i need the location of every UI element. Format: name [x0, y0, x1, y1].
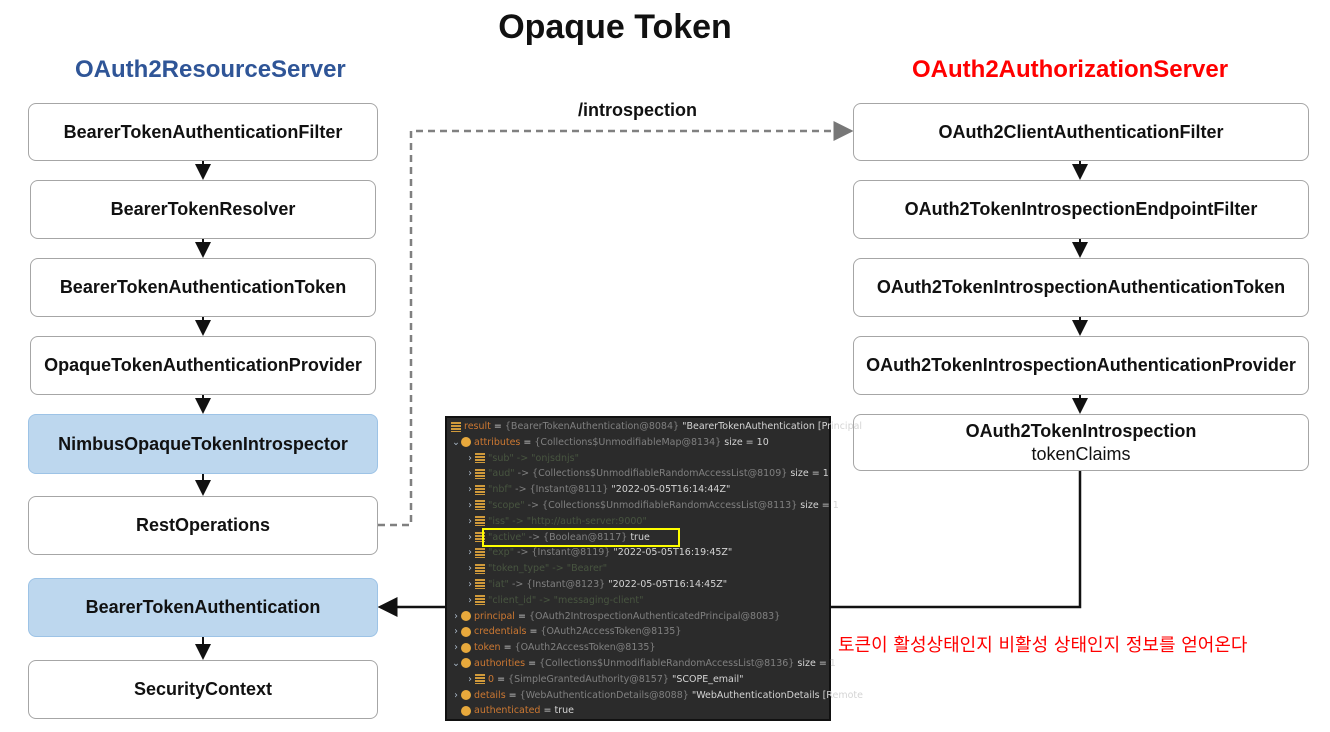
list-icon — [475, 595, 485, 606]
list-icon — [475, 563, 485, 574]
list-icon — [475, 516, 485, 527]
diagram-title: Opaque Token — [498, 8, 732, 46]
field-icon — [461, 705, 471, 716]
list-icon — [451, 421, 461, 432]
expand-chevron-icon[interactable]: › — [468, 515, 472, 527]
list-icon — [475, 547, 485, 558]
debug-row-nbf[interactable]: ›"nbf" -> {Instant@8111} "2022-05-05T16:… — [447, 482, 829, 498]
field-icon — [461, 626, 471, 637]
expand-chevron-icon[interactable]: › — [468, 673, 472, 685]
oauth2-token-introspection-label: OAuth2TokenIntrospection — [965, 420, 1197, 441]
expand-chevron-icon[interactable]: › — [468, 547, 472, 559]
list-icon — [475, 579, 485, 590]
bearer-token-authentication-box: BearerTokenAuthentication — [28, 578, 378, 637]
debug-row-details[interactable]: ›details = {WebAuthenticationDetails@808… — [447, 688, 863, 704]
oauth2-token-introspection-box: OAuth2TokenIntrospection tokenClaims — [853, 414, 1309, 471]
oauth2-token-introspection-authentication-provider-box: OAuth2TokenIntrospectionAuthenticationPr… — [853, 336, 1309, 395]
opaque-token-authentication-provider-box: OpaqueTokenAuthenticationProvider — [30, 336, 376, 395]
active-highlight-box — [482, 528, 680, 547]
debug-row-attributes[interactable]: ⌄attributes = {Collections$UnmodifiableM… — [447, 435, 829, 451]
list-icon — [475, 453, 485, 464]
introspection-request-arrow — [378, 121, 854, 527]
oauth2-client-authentication-filter-box: OAuth2ClientAuthenticationFilter — [853, 103, 1309, 161]
debug-row-active[interactable]: ›"active" -> {Boolean@8117} true — [447, 530, 829, 546]
expand-chevron-icon[interactable]: › — [468, 484, 472, 496]
oauth2-token-introspection-endpoint-filter-box: OAuth2TokenIntrospectionEndpointFilter — [853, 180, 1309, 239]
expand-chevron-icon[interactable]: › — [454, 626, 458, 638]
expand-chevron-icon[interactable]: › — [468, 563, 472, 575]
introspection-edge-label: /introspection — [578, 100, 698, 120]
expand-chevron-icon[interactable]: › — [468, 452, 472, 464]
debugger-variables-panel: result = {BearerTokenAuthentication@8084… — [445, 416, 863, 721]
korean-annotation: 토큰이 활성상태인지 비활성 상태인지 정보를 얻어온다 — [838, 635, 1248, 656]
field-icon — [461, 437, 471, 448]
debug-row-aud[interactable]: ›"aud" -> {Collections$UnmodifiableRando… — [447, 466, 829, 482]
oauth2-token-introspection-authentication-token-box: OAuth2TokenIntrospectionAuthenticationTo… — [853, 258, 1309, 317]
debug-row-authenticated[interactable]: authenticated = true — [447, 703, 829, 719]
security-context-box: SecurityContext — [28, 660, 378, 719]
debug-row-authorities[interactable]: ⌄authorities = {Collections$Unmodifiable… — [447, 656, 836, 672]
debug-row-iat[interactable]: ›"iat" -> {Instant@8123} "2022-05-05T16:… — [447, 577, 829, 593]
expand-chevron-icon[interactable]: › — [454, 642, 458, 654]
debug-row-token-type[interactable]: ›"token_type" -> "Bearer" — [447, 561, 829, 577]
list-icon — [475, 500, 485, 511]
expand-chevron-icon[interactable]: › — [468, 468, 472, 480]
bearer-token-authentication-filter-box: BearerTokenAuthenticationFilter — [28, 103, 378, 161]
bearer-token-authentication-token-box: BearerTokenAuthenticationToken — [30, 258, 376, 317]
debug-row-result[interactable]: result = {BearerTokenAuthentication@8084… — [447, 419, 862, 435]
debug-row-scope[interactable]: ›"scope" -> {Collections$UnmodifiableRan… — [447, 498, 839, 514]
authorization-server-heading: OAuth2AuthorizationServer — [912, 56, 1229, 83]
field-icon — [461, 611, 471, 622]
list-icon — [475, 484, 485, 495]
field-icon — [461, 658, 471, 669]
bearer-token-resolver-box: BearerTokenResolver — [30, 180, 376, 239]
nimbus-opaque-token-introspector-box: NimbusOpaqueTokenIntrospector — [28, 414, 378, 474]
rest-operations-box: RestOperations — [28, 496, 378, 555]
debug-row-client-id[interactable]: ›"client_id" -> "messaging-client" — [447, 593, 829, 609]
field-icon — [461, 642, 471, 653]
debug-row-authority-0[interactable]: ›0 = {SimpleGrantedAuthority@8157} "SCOP… — [447, 672, 829, 688]
list-icon — [475, 468, 485, 479]
debug-row-iss[interactable]: ›"iss" -> "http://auth-server:9000" — [447, 514, 829, 530]
collapse-chevron-icon[interactable]: ⌄ — [452, 657, 460, 669]
expand-chevron-icon[interactable]: › — [468, 578, 472, 590]
list-icon — [475, 674, 485, 685]
expand-chevron-icon[interactable]: › — [454, 610, 458, 622]
expand-chevron-icon[interactable]: › — [468, 531, 472, 543]
expand-chevron-icon[interactable]: › — [468, 594, 472, 606]
list-icon — [475, 532, 485, 543]
debug-row-exp[interactable]: ›"exp" -> {Instant@8119} "2022-05-05T16:… — [447, 545, 829, 561]
expand-chevron-icon[interactable]: › — [454, 689, 458, 701]
debug-row-credentials[interactable]: ›credentials = {OAuth2AccessToken@8135} — [447, 624, 829, 640]
debug-row-sub[interactable]: ›"sub" -> "onjsdnjs" — [447, 451, 829, 467]
expand-chevron-icon[interactable]: › — [468, 499, 472, 511]
debug-row-principal[interactable]: ›principal = {OAuth2IntrospectionAuthent… — [447, 609, 829, 625]
resource-server-heading: OAuth2ResourceServer — [75, 56, 346, 83]
debug-row-token[interactable]: ›token = {OAuth2AccessToken@8135} — [447, 640, 829, 656]
field-icon — [461, 690, 471, 701]
collapse-chevron-icon[interactable]: ⌄ — [452, 436, 460, 448]
token-claims-label: tokenClaims — [1031, 443, 1131, 464]
